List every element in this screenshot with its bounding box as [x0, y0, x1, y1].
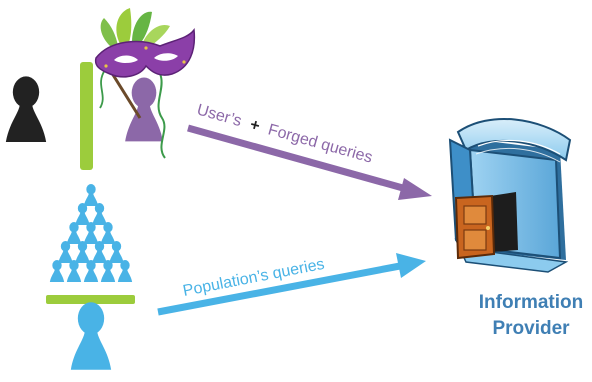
crowd-pawn-icon — [83, 260, 99, 283]
book-with-door-icon — [448, 117, 572, 273]
plus-sign: + — [248, 116, 262, 135]
crowd-pawn-icon — [117, 260, 133, 283]
forged-user-pawn-icon — [125, 77, 163, 142]
crowd-pawn-icon — [100, 260, 116, 283]
crowd-pawn-icon — [66, 260, 82, 283]
crowd-pawn-icon — [92, 241, 107, 264]
crowd-pawn-icon — [66, 222, 82, 245]
forged-label: Forged queries — [266, 121, 374, 166]
carnival-mask-icon — [94, 8, 196, 159]
user-pawn-icon — [5, 76, 47, 143]
crowd-pawn-icon — [109, 241, 124, 264]
crowd-pawn-icon — [100, 222, 116, 245]
population-pawn-icon — [70, 302, 112, 370]
crowd-pawn-icon — [75, 203, 90, 226]
provider-label-line1: Information — [479, 292, 584, 313]
separator-bar-horizontal — [46, 295, 135, 304]
crowd-pawn-icon — [49, 260, 65, 283]
population-queries-arrow — [157, 253, 426, 316]
crowd-pawn-icon — [83, 222, 99, 245]
crowd-pyramid — [49, 184, 133, 283]
crowd-pawn-icon — [58, 241, 73, 264]
crowd-pawn-icon — [92, 203, 107, 226]
user-label: User’s — [195, 101, 244, 130]
forged-queries-arrow — [187, 124, 432, 200]
provider-label-line2: Provider — [492, 318, 570, 339]
crowd-pawn-icon — [75, 241, 90, 264]
crowd-pawn-icon — [83, 184, 99, 207]
separator-bar-vertical — [80, 62, 93, 170]
